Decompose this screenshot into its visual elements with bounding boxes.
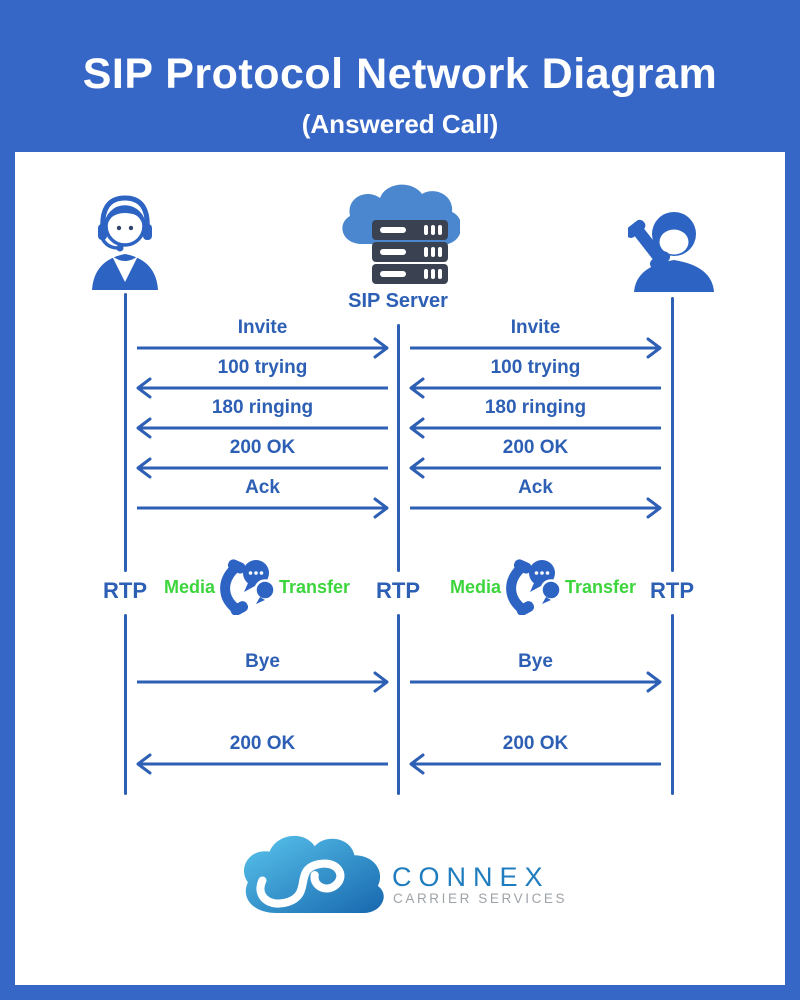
page-title: SIP Protocol Network Diagram — [82, 50, 718, 98]
cloud-server-icon — [342, 184, 460, 284]
arrow-right-icon — [137, 337, 389, 359]
arrow-right-icon — [137, 497, 389, 519]
call-agent-icon — [92, 195, 158, 290]
page-subtitle: (Answered Call) — [301, 109, 499, 139]
message-label: 200 OK — [229, 733, 296, 754]
message-label: Bye — [245, 651, 280, 672]
rtp-label-caller: RTP — [103, 578, 147, 603]
arrow-left-icon — [409, 377, 661, 399]
arrow-left-icon — [409, 417, 661, 439]
arrow-left-icon — [136, 377, 388, 399]
message-200-ok: 200 OK — [135, 733, 390, 775]
connex-cloud-logo — [243, 835, 384, 913]
message-100-trying: 100 trying — [408, 357, 663, 399]
phone-chat-icon — [506, 559, 562, 615]
phone-chat-icon — [220, 559, 276, 615]
message-200-ok: 200 OK — [408, 437, 663, 479]
brand-name: CONNEX — [392, 862, 550, 892]
message-bye: Bye — [408, 651, 663, 693]
lifeline-callee-bottom — [670, 614, 674, 795]
message-label: 200 OK — [502, 437, 569, 458]
message-label: Ack — [245, 477, 280, 498]
media-transfer-right: Media Transfer — [434, 554, 652, 620]
arrow-left-icon — [136, 457, 388, 479]
message-label: 200 OK — [229, 437, 296, 458]
message-ack: Ack — [408, 477, 663, 519]
lifeline-caller-bottom — [123, 614, 127, 795]
message-label: Invite — [237, 317, 288, 338]
media-label: Media — [163, 576, 215, 597]
message-180-ringing: 180 ringing — [408, 397, 663, 439]
message-label: 100 trying — [217, 357, 308, 378]
brand-tagline: CARRIER SERVICES — [393, 891, 568, 906]
message-180-ringing: 180 ringing — [135, 397, 390, 439]
arrow-right-icon — [137, 671, 389, 693]
message-invite: Invite — [408, 317, 663, 359]
media-label: Media — [449, 576, 501, 597]
message-invite: Invite — [135, 317, 390, 359]
message-200-ok: 200 OK — [135, 437, 390, 479]
arrow-left-icon — [409, 753, 661, 775]
message-200-ok: 200 OK — [408, 733, 663, 775]
arrow-right-icon — [410, 497, 662, 519]
arrow-right-icon — [410, 337, 662, 359]
message-label: Invite — [510, 317, 561, 338]
message-label: 180 ringing — [484, 397, 587, 418]
message-label: 200 OK — [502, 733, 569, 754]
media-transfer-left: Media Transfer — [148, 554, 366, 620]
rtp-label-server: RTP — [376, 578, 420, 603]
message-label: Ack — [518, 477, 553, 498]
message-label: 100 trying — [490, 357, 581, 378]
lifeline-caller-top — [123, 293, 127, 572]
arrow-right-icon — [410, 671, 662, 693]
lifeline-server-bottom — [396, 614, 400, 795]
arrow-left-icon — [136, 753, 388, 775]
transfer-label: Transfer — [564, 576, 637, 597]
lifeline-server-top — [396, 324, 400, 572]
message-label: Bye — [518, 651, 553, 672]
message-bye: Bye — [135, 651, 390, 693]
arrow-left-icon — [409, 457, 661, 479]
sip-server-label: SIP Server — [348, 290, 448, 312]
message-ack: Ack — [135, 477, 390, 519]
lifeline-callee-top — [670, 297, 674, 572]
phone-user-icon — [628, 212, 714, 292]
arrow-left-icon — [136, 417, 388, 439]
message-100-trying: 100 trying — [135, 357, 390, 399]
transfer-label: Transfer — [278, 576, 351, 597]
rtp-label-callee: RTP — [650, 578, 694, 603]
message-label: 180 ringing — [211, 397, 314, 418]
